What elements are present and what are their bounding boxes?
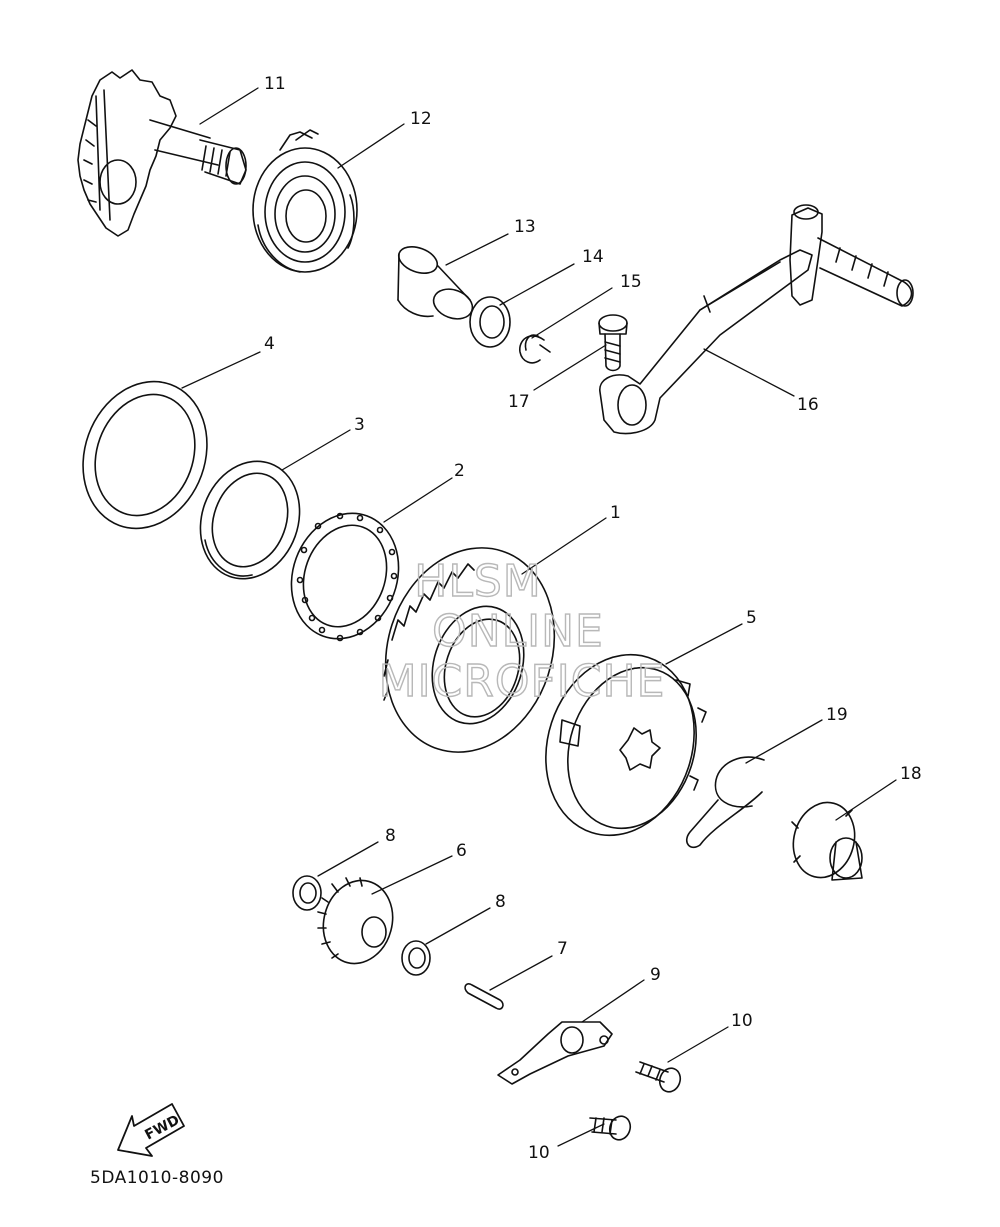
part-4-ring[interactable] — [63, 364, 227, 546]
callout-7: 7 — [557, 939, 568, 959]
callouts: 11 12 13 14 15 17 16 4 3 2 1 5 19 18 8 6… — [264, 74, 922, 1163]
part-7-pin[interactable] — [465, 984, 503, 1009]
callout-13: 13 — [514, 217, 536, 237]
callout-1: 1 — [610, 503, 621, 523]
part-6-idler-gear[interactable] — [314, 873, 401, 972]
callout-15: 15 — [620, 272, 642, 292]
callout-4: 4 — [264, 334, 275, 354]
watermark: HLSM ONLINE MICROFICHE — [378, 555, 666, 707]
part-11-kick-axle[interactable] — [78, 70, 246, 236]
part-19-clip[interactable] — [687, 757, 764, 847]
callout-9: 9 — [650, 965, 661, 985]
callout-3: 3 — [354, 415, 365, 435]
part-9-plate[interactable] — [498, 1022, 612, 1084]
part-10-screw-lower[interactable] — [590, 1113, 634, 1142]
leader-lines — [181, 87, 897, 1147]
callout-8-lower: 8 — [495, 892, 506, 912]
callout-10-lower: 10 — [528, 1143, 550, 1163]
callout-6: 6 — [456, 841, 467, 861]
callout-11: 11 — [264, 74, 286, 94]
part-8-washer-lower[interactable] — [402, 941, 430, 975]
part-13-collar[interactable] — [395, 242, 476, 324]
callout-19: 19 — [826, 705, 848, 725]
part-14-washer[interactable] — [470, 297, 510, 347]
callout-17: 17 — [508, 392, 530, 412]
part-8-washer-upper[interactable] — [293, 876, 321, 910]
part-18-pinion[interactable] — [785, 796, 863, 885]
part-1-ring-gear[interactable] — [360, 526, 580, 774]
watermark-line-3: MICROFICHE — [379, 656, 666, 707]
callout-5: 5 — [746, 608, 757, 628]
callout-16: 16 — [797, 395, 819, 415]
fwd-arrow-icon — [117, 1103, 185, 1157]
callout-12: 12 — [410, 109, 432, 129]
part-2-needle-bearing[interactable] — [274, 498, 416, 654]
callout-14: 14 — [582, 247, 604, 267]
watermark-line-2: ONLINE — [432, 606, 604, 657]
callout-18: 18 — [900, 764, 922, 784]
part-15-circlip[interactable] — [520, 335, 550, 363]
diagram-code: 5DA1010-8090 — [90, 1168, 224, 1188]
part-12-spring[interactable] — [253, 130, 357, 272]
part-5-clutch-housing[interactable] — [523, 635, 717, 854]
callout-2: 2 — [454, 461, 465, 481]
part-17-bolt[interactable] — [599, 315, 627, 371]
part-10-screw-upper[interactable] — [636, 1062, 684, 1095]
part-3-outer-race[interactable] — [184, 447, 315, 593]
part-16-kick-crank[interactable] — [600, 205, 913, 434]
callout-10-upper: 10 — [731, 1011, 753, 1031]
callout-8-upper: 8 — [385, 826, 396, 846]
watermark-line-1: HLSM — [414, 556, 542, 607]
